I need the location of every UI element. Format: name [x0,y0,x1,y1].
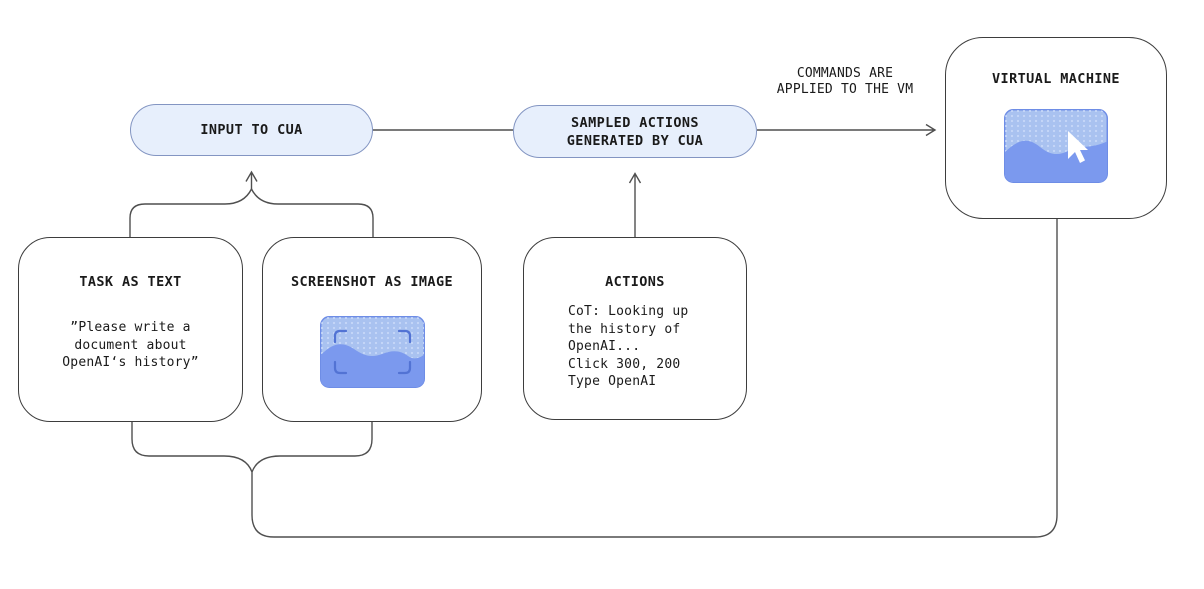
arrow-sampled-to-vm [757,123,937,137]
screenshot-viewfinder-icon [319,316,425,388]
node-actions: ACTIONS CoT: Looking up the history of O… [523,237,747,420]
screenshot-as-image-title: SCREENSHOT AS IMAGE [290,274,454,290]
task-as-text-body: ”Please write a document about OpenAI‘s … [62,320,199,370]
node-sampled-actions-label: SAMPLED ACTIONS GENERATED BY CUA [566,114,704,149]
node-input-to-cua-label: INPUT TO CUA [200,122,303,138]
vm-screen-with-cursor-icon [1004,109,1108,183]
actions-title: ACTIONS [605,274,665,290]
node-sampled-actions: SAMPLED ACTIONS GENERATED BY CUA [513,105,757,158]
arrow-actions-to-sampled [628,172,642,238]
actions-body: CoT: Looking up the history of OpenAI...… [568,304,689,389]
task-as-text-title: TASK AS TEXT [79,274,182,290]
commands-applied-label: COMMANDS ARE APPLIED TO THE VM [776,66,914,97]
input-merge-brace [129,188,374,237]
node-screenshot-as-image: SCREENSHOT AS IMAGE [262,237,482,422]
cursor-arrow-icon [1068,131,1088,163]
node-task-as-text: TASK AS TEXT ”Please write a document ab… [18,237,243,422]
viewfinder-corner-brackets [333,329,411,375]
node-input-to-cua: INPUT TO CUA [130,104,373,156]
virtual-machine-title: VIRTUAL MACHINE [992,71,1120,87]
node-virtual-machine: VIRTUAL MACHINE [945,37,1167,219]
arrow-brace-to-input [245,170,258,190]
